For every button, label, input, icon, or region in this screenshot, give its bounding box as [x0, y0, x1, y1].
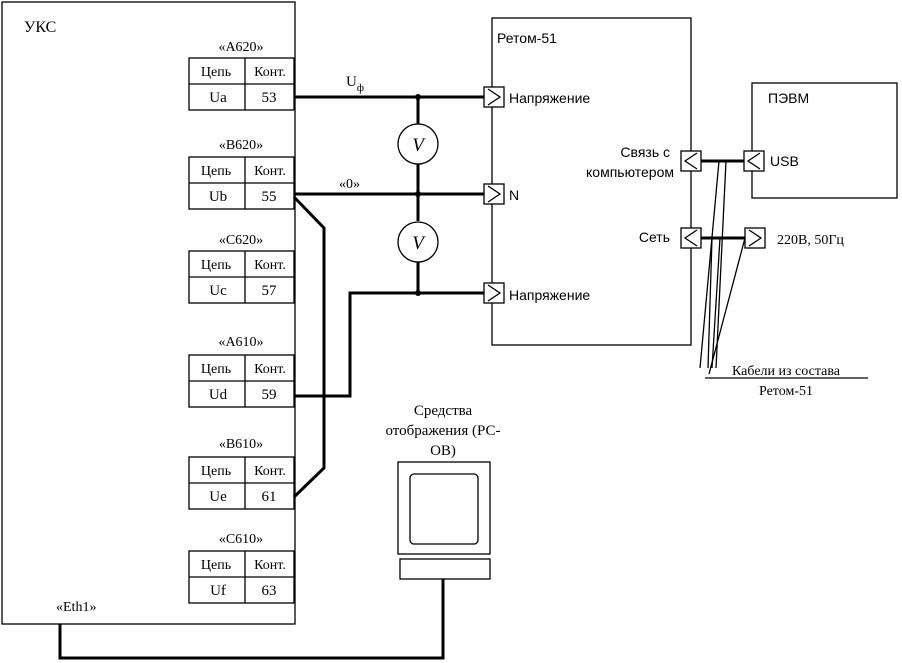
connector-icon: [483, 183, 505, 205]
connector-icon: [744, 227, 766, 249]
voltmeter-icon: V: [397, 221, 439, 263]
terminal-name: «B620»: [219, 138, 263, 153]
chain-value: Ub: [209, 189, 227, 205]
terminal-b610: «B610» Цепь Конт. Ue 61: [188, 437, 295, 510]
chain-value: Ud: [209, 387, 228, 403]
cables-note: Кабели из состава: [732, 364, 841, 379]
connector-icon: [743, 150, 765, 172]
pc-block: [751, 82, 898, 199]
terminal-name: «A610»: [218, 335, 263, 350]
contact-header: Конт.: [254, 464, 286, 479]
chain-value: Ua: [209, 90, 227, 106]
usb-label: USB: [770, 153, 799, 169]
junction-dot: [415, 290, 421, 296]
terminal-c610: «C610» Цепь Конт. Uf 63: [188, 532, 295, 604]
connector-icon: [483, 86, 505, 108]
monitor-icon: [397, 461, 491, 580]
zero-label: «0»: [339, 177, 360, 192]
terminal-name: «C620»: [219, 233, 263, 248]
display-caption: отображения (РС-: [386, 423, 501, 439]
port-voltage-top: Напряжение: [509, 90, 590, 106]
display-caption: ОВ): [430, 443, 456, 459]
chain-value: Uf: [210, 583, 226, 599]
contact-header: Конт.: [254, 65, 286, 80]
contact-header: Конт.: [254, 362, 286, 377]
contact-header: Конт.: [254, 258, 286, 273]
chain-value: Ue: [209, 489, 227, 505]
wire-jumper: [292, 195, 326, 499]
connector-icon: [680, 150, 702, 172]
chain-value: Uc: [209, 283, 227, 299]
chain-header: Цепь: [201, 258, 231, 273]
retom-title: Ретом-51: [497, 30, 557, 46]
svg-text:V: V: [412, 135, 426, 156]
contact-value: 63: [262, 583, 277, 599]
mains-label: 220В, 50Гц: [777, 233, 844, 248]
contact-value: 55: [262, 189, 277, 205]
terminal-a620: «A620» Цепь Конт. Ua 53: [188, 40, 295, 111]
port-voltage-bottom: Напряжение: [509, 287, 590, 303]
chain-header: Цепь: [201, 362, 231, 377]
terminal-name: «C610»: [219, 532, 263, 547]
uks-title: УКС: [24, 19, 56, 36]
terminal-a610: «A610» Цепь Конт. Ud 59: [188, 335, 295, 408]
terminal-c620: «C620» Цепь Конт. Uc 57: [188, 233, 295, 304]
contact-value: 61: [262, 489, 277, 505]
chain-header: Цепь: [201, 558, 231, 573]
chain-header: Цепь: [201, 164, 231, 179]
cables-note: Ретом-51: [759, 384, 813, 399]
contact-header: Конт.: [254, 558, 286, 573]
contact-value: 53: [262, 90, 277, 106]
cable-eth: [58, 579, 445, 660]
retom-block: [491, 17, 692, 346]
connector-icon: [680, 227, 702, 249]
contact-value: 59: [262, 387, 277, 403]
chain-header: Цепь: [201, 65, 231, 80]
svg-text:V: V: [412, 233, 426, 254]
junction-dot: [415, 94, 421, 100]
connector-icon: [483, 282, 505, 304]
junction-dot: [415, 191, 421, 197]
terminal-name: «A620»: [218, 40, 263, 55]
chain-header: Цепь: [201, 464, 231, 479]
terminal-name: «B610»: [219, 437, 263, 452]
contact-value: 57: [262, 283, 278, 299]
eth1-label: «Eth1»: [56, 600, 96, 615]
voltmeter-icon: V: [397, 123, 439, 165]
port-n: N: [509, 187, 519, 203]
pc-title: ПЭВМ: [768, 90, 809, 106]
contact-header: Конт.: [254, 164, 286, 179]
comm-port-label: Связь с: [620, 144, 670, 160]
comm-port-label: компьютером: [586, 164, 674, 180]
terminal-b620: «B620» Цепь Конт. Ub 55: [188, 138, 295, 210]
phase-label: Uф: [346, 74, 364, 94]
power-port-label: Сеть: [639, 229, 670, 245]
display-caption: Средства: [414, 403, 473, 419]
